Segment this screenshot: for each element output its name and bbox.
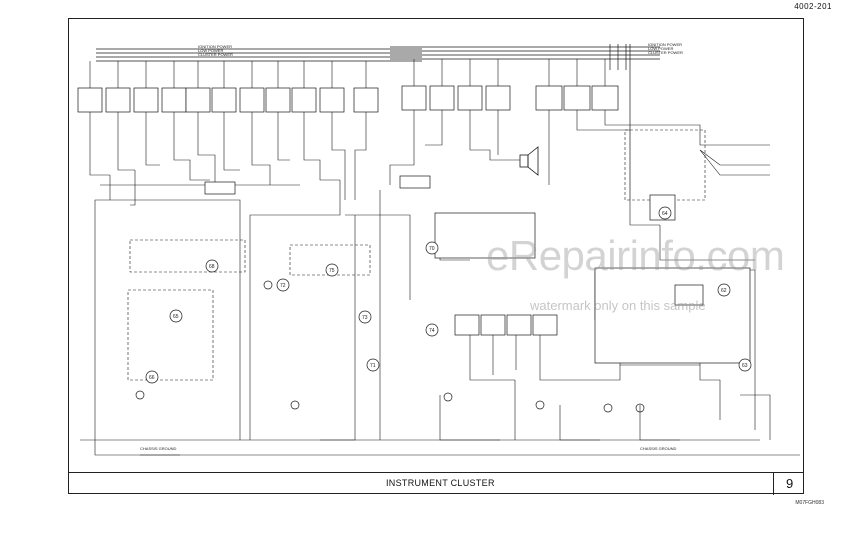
callout-71: 71 bbox=[370, 363, 376, 369]
drawing-sheet bbox=[68, 18, 804, 494]
callout-68: 68 bbox=[209, 264, 215, 270]
ground-labels: CHASSIS GROUND CHASSIS GROUND bbox=[140, 446, 677, 451]
callout-73: 73 bbox=[362, 315, 368, 321]
callout-63: 63 bbox=[742, 363, 748, 369]
callout-65: 65 bbox=[173, 314, 179, 320]
bus-label-ignition-right: IGNITION POWER bbox=[648, 42, 682, 47]
bus-label-ignition: IGNITION POWER bbox=[198, 44, 232, 49]
watermark-secondary: watermark only on this sample bbox=[530, 298, 706, 313]
document-code: 4002-201 bbox=[794, 2, 832, 11]
bus-labels: IGNITION POWER LOW POWER CLUSTER POWER I… bbox=[198, 42, 683, 57]
title-divider bbox=[773, 473, 774, 495]
bus-label-low-right: LOW POWER bbox=[648, 46, 673, 51]
indicator-modules bbox=[77, 85, 619, 113]
bus-lines bbox=[96, 44, 660, 200]
callout-66: 66 bbox=[149, 375, 155, 381]
callout-62: 62 bbox=[721, 288, 727, 294]
chassis-ground-right: CHASSIS GROUND bbox=[640, 446, 677, 451]
callout-70: 70 bbox=[429, 246, 435, 252]
buzzer-icon bbox=[519, 146, 539, 176]
callout-75: 75 bbox=[329, 268, 335, 274]
title-block: INSTRUMENT CLUSTER 9 bbox=[68, 472, 804, 495]
bus-label-low: LOW POWER bbox=[198, 48, 223, 53]
callout-64: 64 bbox=[662, 211, 668, 217]
bus-label-cluster-right: CLUSTER POWER bbox=[648, 50, 683, 55]
ground-symbols bbox=[135, 280, 645, 413]
callouts bbox=[145, 206, 752, 384]
chassis-ground-left: CHASSIS GROUND bbox=[140, 446, 177, 451]
callout-numbers: 68 65 66 72 73 71 74 70 64 62 63 75 bbox=[149, 211, 748, 381]
bus-label-cluster: CLUSTER POWER bbox=[198, 52, 233, 57]
callout-74: 74 bbox=[429, 328, 435, 334]
page-number: 9 bbox=[786, 476, 794, 491]
watermark-primary: eRepairinfo.com bbox=[486, 232, 785, 279]
diagram-title: INSTRUMENT CLUSTER bbox=[386, 478, 495, 488]
drawing-id: M07FGH083 bbox=[795, 500, 824, 506]
callout-72: 72 bbox=[280, 283, 286, 289]
components bbox=[204, 175, 751, 364]
